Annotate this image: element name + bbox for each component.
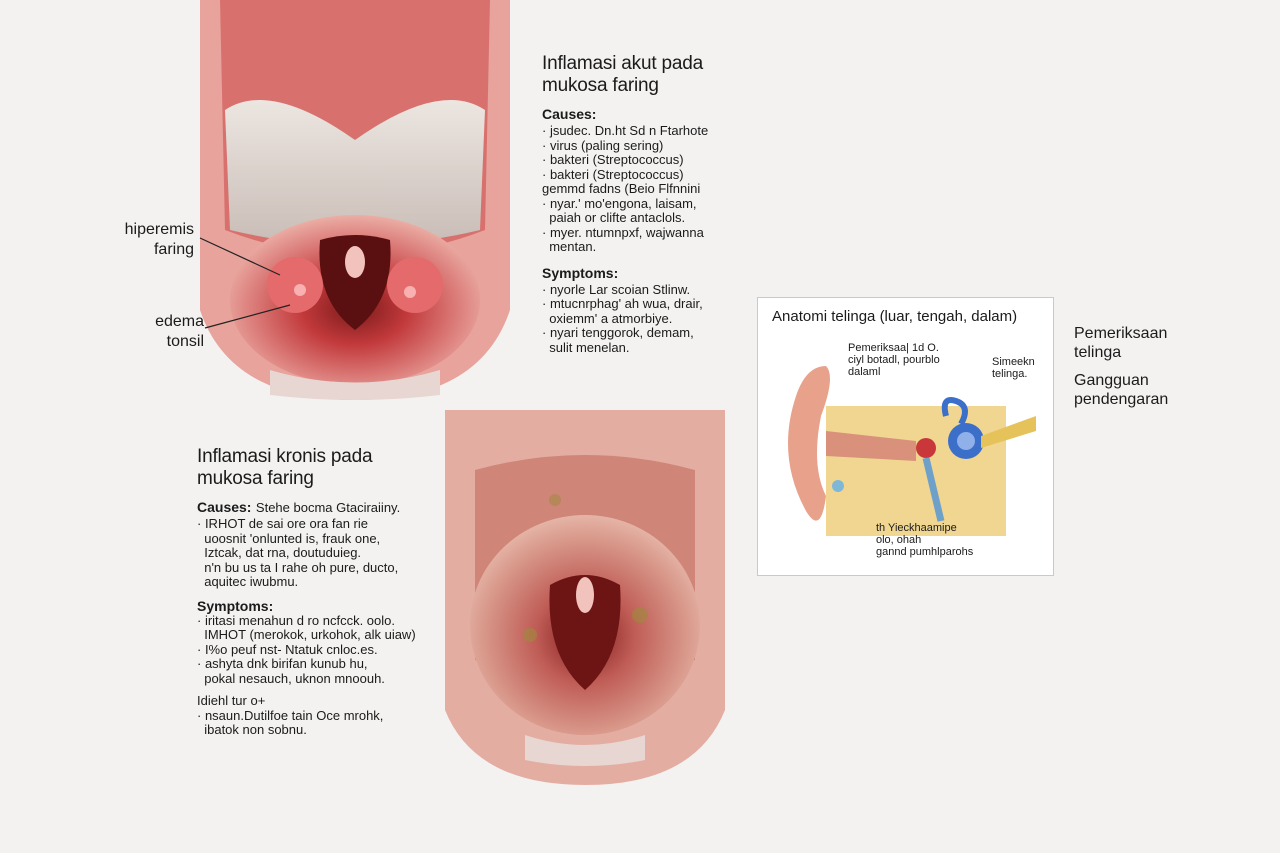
acute-symptoms-heading: Symptoms: [542, 264, 619, 281]
side-label-telinga: telinga [1074, 344, 1122, 361]
list-item: aquitec iwubmu. [197, 574, 299, 589]
side-label-pendengaran: pendengaran [1074, 391, 1169, 408]
acute-pharynx-illustration [200, 0, 510, 400]
list-item: · jsudec. Dn.ht Sd n Ftarhote [542, 123, 709, 138]
label-edema-tonsil: edema tonsil [155, 313, 204, 350]
list-item: · nyar.' mo'engona, laisam, [542, 195, 697, 211]
chronic-causes-row: Causes: Stehe bocma Gtaciraiiny. [197, 499, 442, 517]
ear-callout-left: Pemeriksaa| 1d O. ciyl botadl, pourblo d… [848, 342, 940, 378]
list-item: sulit menelan. [542, 339, 630, 355]
chronic-causes-list: · IRHOT de sai ore ora fan rie uoosnit '… [197, 516, 442, 590]
chronic-pharynx-illustration [445, 410, 725, 785]
chronic-title: Inflamasi kronis pada mukosa faring [197, 446, 373, 489]
list-item: · mtucnrphag' ah wua, drair, [542, 296, 703, 311]
list-item: · iritasi menahun d ro ncfcck. oolo. [197, 612, 395, 628]
ear-callout-right: Simeekn telinga. [992, 356, 1035, 380]
chronic-text-block: Inflamasi kronis pada mukosa faring Caus… [197, 446, 442, 738]
list-item: · nyari tenggorok, demam, [542, 325, 694, 340]
list-item: · bakteri (Streptococcus) [542, 166, 684, 182]
ear-anatomy-illustration [788, 366, 1036, 536]
chronic-causes-heading: Causes: [197, 499, 252, 515]
side-labels: Pemeriksaan telinga Gangguan pendengaran [1074, 324, 1168, 409]
side-label-gangguan: Gangguan [1074, 372, 1149, 389]
list-item: n'n bu us ta I rahe oh pure, ducto, [197, 559, 399, 575]
ear-title: Anatomi telinga (luar, tengah, dalam) [772, 308, 1018, 325]
list-item: · nyorle Lar scoian Stlinw. [542, 281, 691, 297]
acute-title: Inflamasi akut pada mukosa faring [542, 53, 703, 96]
chronic-extra-list: · nsaun.Dutilfoe tain Oce mrohk, ibatok … [197, 707, 442, 738]
acute-causes-list: · jsudec. Dn.ht Sd n Ftarhote· virus (pa… [542, 123, 762, 255]
list-item: · ashyta dnk birifan kunub hu, [197, 656, 368, 671]
chronic-symptoms-heading: Symptoms: [197, 597, 274, 614]
acute-text-block: Inflamasi akut pada mukosa faring Causes… [542, 53, 762, 355]
acute-symptoms-list: · nyorle Lar scoian Stlinw.· mtucnrphag'… [542, 281, 762, 356]
list-item: · I%o peuf nst- Ntatuk cnloc.es. [197, 641, 378, 657]
list-item: · IRHOT de sai ore ora fan rie [197, 516, 368, 531]
list-item: oxiemm' a atmorbiye. [542, 310, 673, 326]
chronic-symptoms-list: · iritasi menahun d ro ncfcck. oolo. IMH… [197, 612, 442, 687]
ear-callout-bottom: th Yieckhaamipe olo, ohah gannd pumhlpar… [876, 522, 974, 558]
list-item: mentan. [542, 239, 597, 254]
list-item: gemmd fadns (Beio Flfnnini [542, 181, 701, 196]
list-item: · nsaun.Dutilfoe tain Oce mrohk, [197, 707, 384, 723]
list-item: IMHOT (merokok, urkohok, alk uiaw) [197, 627, 416, 642]
list-item: paiah or clifte antaclols. [542, 210, 686, 225]
chronic-causes-inline: Stehe bocma Gtaciraiiny. [255, 500, 401, 515]
list-item: ibatok non sobnu. [197, 722, 307, 737]
list-item: uoosnit 'onlunted is, frauk one, [197, 530, 381, 546]
list-item: Iztcak, dat rna, doutuduieg. [197, 545, 362, 560]
ear-anatomy-box: Anatomi telinga (luar, tengah, dalam) Pe… [757, 297, 1054, 576]
acute-label-lines [199, 237, 291, 329]
acute-causes-heading: Causes: [542, 106, 597, 122]
list-item: · virus (paling sering) [542, 137, 664, 153]
list-item: pokal nesauch, uknon mnoouh. [197, 670, 385, 686]
list-item: · bakteri (Streptococcus) [542, 152, 684, 167]
label-hiperemis-faring: hiperemis faring [124, 221, 194, 258]
chronic-extra-heading: Idiehl tur o+ [197, 693, 266, 708]
side-label-pemeriksaan: Pemeriksaan [1074, 325, 1168, 342]
list-item: · myer. ntumnpxf, wajwanna [542, 224, 704, 240]
